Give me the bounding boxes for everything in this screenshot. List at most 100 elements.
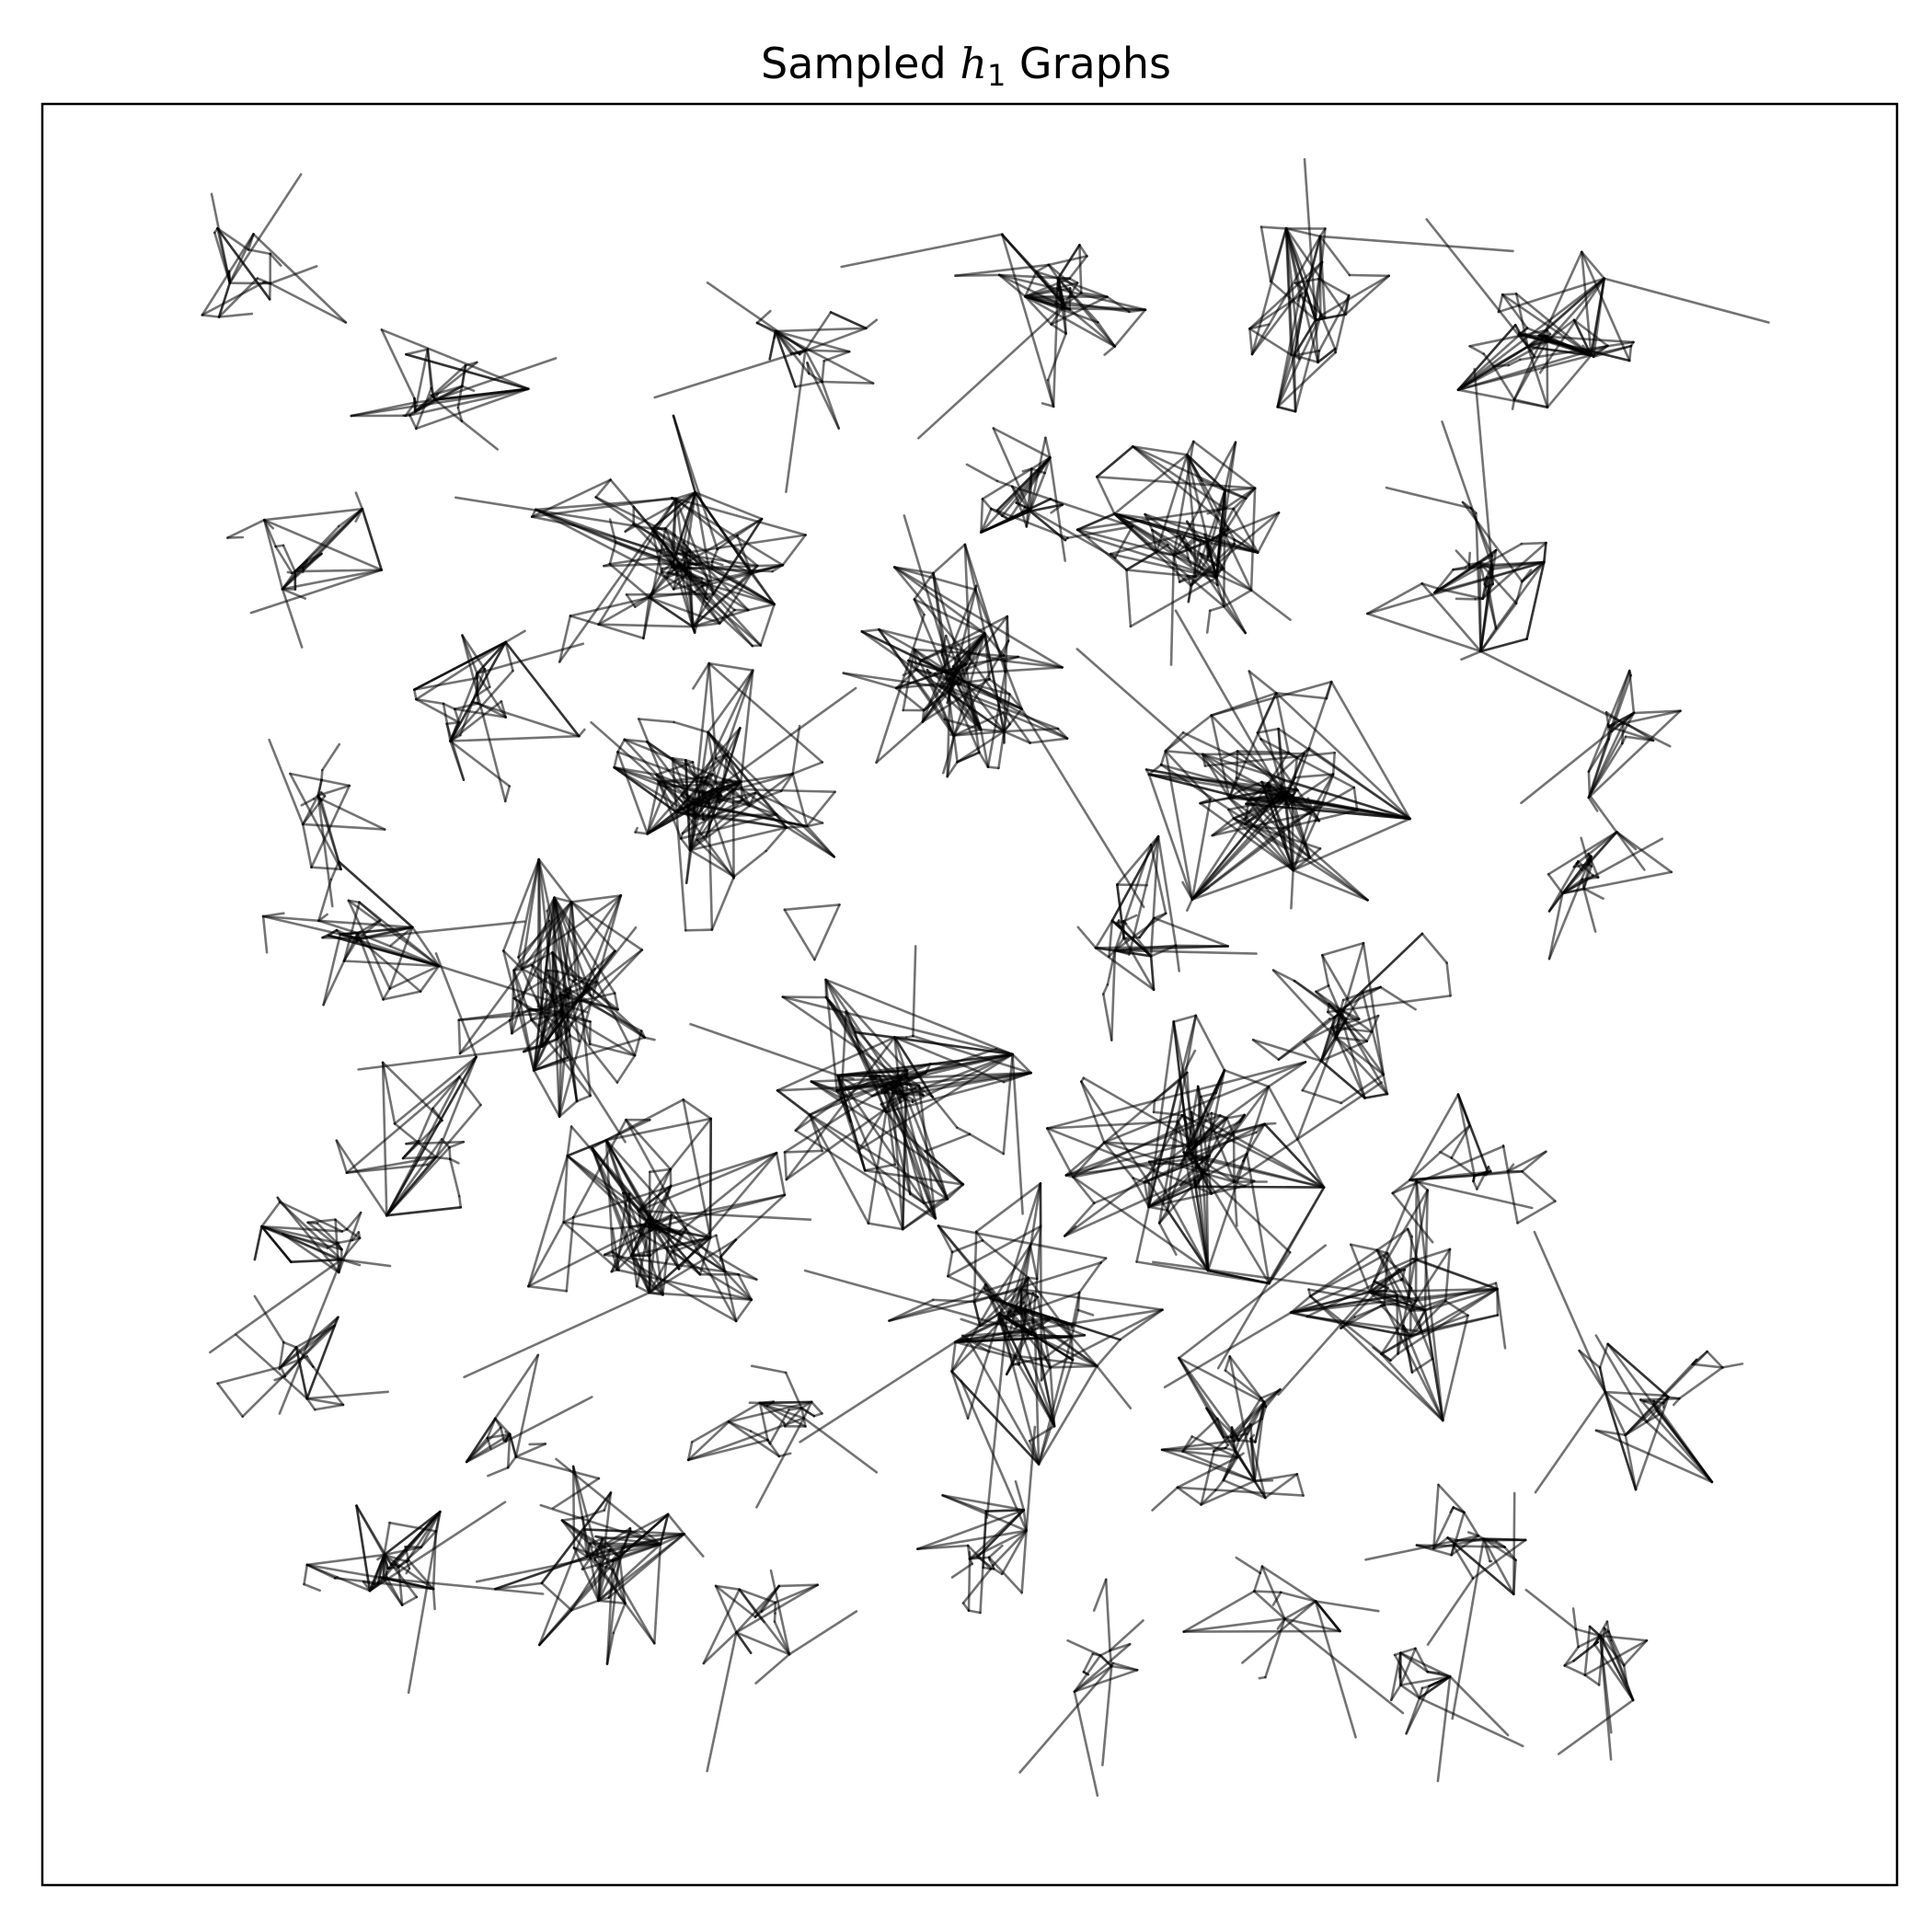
graph-edge bbox=[1604, 1390, 1649, 1423]
graph-edge bbox=[339, 1258, 392, 1268]
graph-edge bbox=[1318, 235, 1351, 277]
graph-edge bbox=[1193, 541, 1209, 579]
graph-edge bbox=[1330, 1026, 1338, 1039]
graph-edge bbox=[1005, 1317, 1075, 1362]
graph-edge bbox=[1344, 274, 1390, 316]
graph-edge bbox=[1244, 822, 1322, 850]
graph-edge bbox=[1468, 328, 1548, 348]
graph-edge bbox=[1513, 323, 1535, 358]
graph-edge bbox=[932, 543, 967, 575]
graph-edge bbox=[781, 534, 807, 567]
graph-edge bbox=[612, 1569, 627, 1605]
graph-edge bbox=[1113, 308, 1147, 348]
graph-edge bbox=[677, 1151, 778, 1271]
graph-edge bbox=[1147, 1185, 1197, 1209]
graph-edge bbox=[1410, 1357, 1434, 1374]
graph-edge bbox=[759, 603, 776, 647]
graph-edge bbox=[460, 420, 500, 451]
sampled-graph bbox=[1524, 1588, 1649, 1761]
graph-edge bbox=[1181, 1417, 1219, 1453]
graph-edge bbox=[883, 1081, 893, 1095]
graph-edge bbox=[643, 1036, 656, 1041]
graph-edge bbox=[1301, 1088, 1342, 1105]
graph-edge bbox=[974, 1182, 1042, 1234]
graph-edge bbox=[1248, 327, 1254, 356]
graph-edge bbox=[1259, 225, 1272, 283]
graph-edge bbox=[1473, 367, 1493, 567]
graph-edge bbox=[1003, 660, 1064, 669]
graph-edge bbox=[974, 588, 1023, 710]
graph-edge bbox=[322, 960, 346, 1006]
graph-edge bbox=[1000, 1529, 1028, 1576]
graph-edge bbox=[558, 894, 623, 1118]
graph-edge bbox=[637, 718, 675, 724]
graph-edge bbox=[433, 357, 558, 401]
graph-edge bbox=[774, 327, 868, 333]
graph-edge bbox=[1594, 1429, 1627, 1437]
graph-edge bbox=[503, 785, 512, 803]
graph-edge bbox=[679, 812, 778, 840]
graph-edge bbox=[692, 661, 711, 690]
graph-edge bbox=[289, 772, 323, 782]
graph-edge bbox=[1246, 1152, 1271, 1285]
graph-edge bbox=[1455, 549, 1471, 567]
graph-edge bbox=[532, 1036, 647, 1072]
graph-edge bbox=[506, 1455, 518, 1469]
graph-edge bbox=[1248, 670, 1278, 695]
sampled-graph bbox=[1182, 1556, 1405, 1739]
graph-edge bbox=[883, 1084, 949, 1201]
graph-edge bbox=[1537, 277, 1605, 338]
graph-edge bbox=[1409, 1179, 1534, 1210]
graph-edge bbox=[950, 686, 981, 754]
graph-edge bbox=[1267, 1085, 1326, 1189]
graph-edge bbox=[1286, 752, 1305, 795]
graph-edge bbox=[1428, 1675, 1452, 1687]
graph-edge bbox=[1406, 1227, 1413, 1238]
graph-edge bbox=[992, 1529, 1028, 1567]
graph-edge bbox=[260, 1225, 339, 1245]
graph-edge bbox=[1135, 1205, 1150, 1263]
graph-edge bbox=[253, 1225, 263, 1261]
graph-edge bbox=[845, 1010, 888, 1113]
graph-edge bbox=[1103, 345, 1116, 356]
graph-edge bbox=[1415, 1544, 1453, 1557]
graph-edge bbox=[458, 1018, 512, 1055]
graph-edge bbox=[661, 1213, 673, 1296]
graph-edge bbox=[1655, 1409, 1714, 1484]
graph-edge bbox=[253, 1294, 285, 1344]
graph-edge bbox=[305, 1563, 385, 1580]
graph-edge bbox=[1082, 1652, 1095, 1673]
graph-edge bbox=[1456, 1538, 1527, 1542]
graph-edge bbox=[972, 1230, 978, 1304]
graph-edge bbox=[305, 1316, 339, 1400]
graph-edge bbox=[1036, 1295, 1052, 1369]
graph-edge bbox=[1582, 887, 1597, 933]
graph-edge bbox=[1284, 227, 1293, 357]
graph-edge bbox=[950, 1370, 970, 1420]
graph-edge bbox=[1277, 1018, 1331, 1061]
graph-edge bbox=[684, 811, 697, 818]
graph-edge bbox=[1077, 1261, 1102, 1294]
graph-edge bbox=[569, 1034, 581, 1043]
graph-edge bbox=[1013, 1354, 1098, 1368]
graph-edge bbox=[1157, 1014, 1198, 1225]
graph-edge bbox=[1149, 955, 1156, 992]
graph-edge bbox=[1210, 680, 1333, 717]
graph-edge bbox=[1423, 1189, 1429, 1312]
graph-edge bbox=[1327, 995, 1452, 1014]
graph-edge bbox=[892, 566, 1064, 669]
graph-edge bbox=[1172, 1014, 1198, 1023]
graph-edge bbox=[1294, 773, 1335, 779]
sampled-graph bbox=[1390, 1647, 1524, 1783]
graph-edge bbox=[551, 951, 578, 981]
graph-edge bbox=[1241, 1600, 1317, 1664]
graph-edge bbox=[824, 978, 897, 1085]
graph-edge bbox=[1414, 1647, 1429, 1673]
graph-edge bbox=[1284, 227, 1337, 351]
graph-edge bbox=[354, 491, 364, 511]
graph-edge bbox=[1072, 1176, 1096, 1204]
graph-edge bbox=[758, 1401, 786, 1424]
graph-edge bbox=[385, 1138, 443, 1217]
graph-edge bbox=[412, 688, 418, 701]
graph-edge bbox=[310, 784, 351, 869]
